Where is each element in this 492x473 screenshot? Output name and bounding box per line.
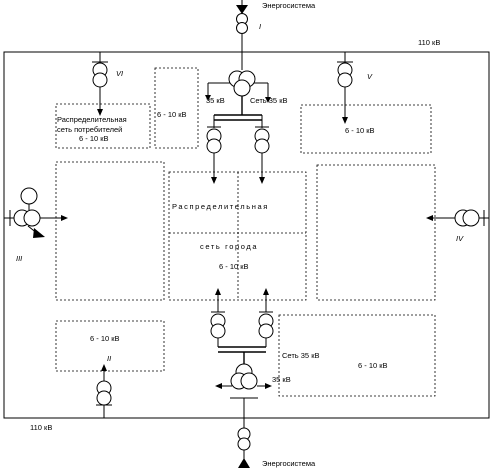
- box-consumer-network: [55, 103, 151, 149]
- autotransformer-top: [228, 70, 256, 97]
- box-bottom-left: [55, 320, 165, 372]
- system-bottom-arrow: [238, 458, 250, 468]
- label-system-bottom: Энергосистема: [262, 459, 316, 468]
- box-top-right: [300, 104, 432, 154]
- box-bottom-right: [278, 314, 436, 397]
- transformer-bottom-left: [96, 380, 112, 406]
- label-roman-ii-left: II: [107, 354, 111, 363]
- transformer-iii: [13, 187, 41, 227]
- transformer-bottom-35-left: [210, 311, 226, 339]
- label-city-net-1: Распределительная: [172, 202, 269, 211]
- box-top-small: [154, 67, 199, 149]
- label-roman-iv: IV: [456, 234, 464, 243]
- label-consumer-net-3: 6 - 10 кВ: [79, 134, 109, 143]
- label-35kv-top: 35 кВ: [206, 96, 225, 105]
- transformer-top-35-right: [254, 126, 270, 154]
- label-consumer-net-2: сеть потребителей: [57, 125, 122, 134]
- box-left-big: [55, 161, 165, 301]
- transformer-vi: [92, 62, 108, 88]
- transformer-top-35-left: [206, 126, 222, 154]
- label-system-top: Энергосистема: [262, 1, 316, 10]
- transformer-bottom-35-right: [258, 311, 274, 339]
- box-city-network: [168, 171, 307, 301]
- system-top-arrow: [236, 5, 248, 14]
- label-roman-vi: VI: [116, 69, 123, 78]
- transformer-bottom-supply: [237, 427, 251, 451]
- label-box-bottom-right: 6 - 10 кВ: [358, 361, 388, 370]
- transformer-iv: [454, 209, 480, 227]
- label-roman-v: V: [367, 72, 373, 81]
- label-35kv-bottom: 35 кВ: [272, 375, 291, 384]
- label-110kv-top: 110 кВ: [418, 38, 440, 47]
- ring-110kv: [3, 51, 490, 419]
- label-roman-iii: III: [16, 254, 22, 263]
- label-consumer-net-1: Распределительная: [57, 115, 127, 124]
- label-box-top-small: 6 - 10 кВ: [157, 110, 187, 119]
- label-110kv-bottom: 110 кВ: [30, 423, 52, 432]
- arrow-iii-down: [33, 228, 45, 238]
- label-box-bottom-left: 6 - 10 кВ: [90, 334, 120, 343]
- label-box-top-right: 6 - 10 кВ: [345, 126, 375, 135]
- box-right-big: [316, 164, 436, 301]
- transformer-top-supply: [236, 13, 248, 34]
- autotransformer-bottom: [230, 363, 258, 390]
- label-city-net-2: сеть города: [200, 242, 258, 251]
- label-roman-i: I: [259, 22, 261, 31]
- transformer-v: [337, 62, 353, 88]
- label-city-net-3: 6 - 10 кВ: [219, 262, 249, 271]
- label-net35-bottom: Сеть 35 кВ: [282, 351, 319, 360]
- label-net35-top: Сеть 35 кВ: [250, 96, 287, 105]
